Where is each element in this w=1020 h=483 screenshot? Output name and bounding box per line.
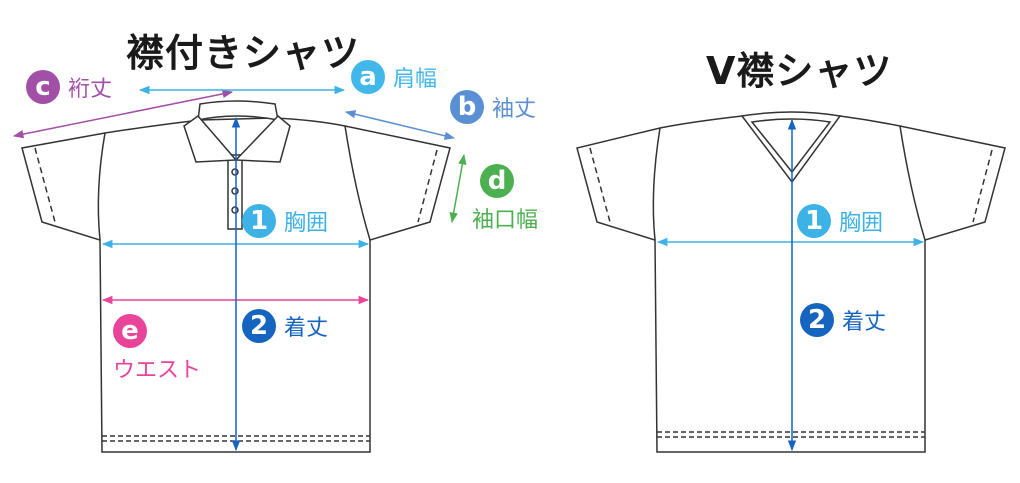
label-chest-right: 1 胸囲: [797, 204, 883, 238]
badge-1-right: 1: [797, 204, 831, 238]
label-chest-left: 1 胸囲: [242, 204, 328, 238]
button: [231, 168, 239, 176]
label-chest-text-right: 胸囲: [839, 211, 884, 236]
label-length-text-right: 着丈: [842, 310, 887, 335]
badge-e: e: [113, 314, 147, 348]
v-neck-shirt-title: V襟シャツ: [706, 49, 893, 93]
label-a-text: 肩幅: [393, 67, 438, 92]
label-length-text-left: 着丈: [284, 316, 329, 341]
label-d-text: 袖口幅: [472, 208, 539, 233]
label-d-cuff: d 袖口幅: [472, 164, 538, 234]
label-a-shoulder: a 肩幅: [351, 60, 437, 94]
badge-2-left: 2: [242, 309, 276, 343]
d-cuff-arrow: [449, 153, 467, 224]
collar-right: [234, 114, 291, 163]
badge-a: a: [351, 60, 385, 94]
collar-shirt-title: 襟付きシャツ: [126, 31, 361, 75]
label-c-text: 裄丈: [68, 77, 113, 102]
label-e-text: ウエスト: [113, 358, 202, 383]
badge-b: b: [450, 90, 484, 124]
c-yukitake-arrow: [12, 89, 234, 139]
badge-c: c: [26, 70, 60, 104]
collar-band: [197, 100, 279, 121]
button: [231, 187, 239, 195]
badge-1-left: 1: [242, 204, 276, 238]
badge-d: d: [480, 164, 514, 198]
label-c-yukitake: c 裄丈: [26, 70, 112, 104]
label-length-left: 2 着丈: [242, 309, 328, 343]
label-b-text: 袖丈: [492, 97, 537, 122]
v-neck-shirt-drawing: [576, 111, 1006, 453]
label-chest-text-left: 胸囲: [284, 211, 329, 236]
b-sleeve-arrow: [344, 110, 456, 140]
badge-2-right: 2: [800, 303, 834, 337]
label-length-right: 2 着丈: [800, 303, 886, 337]
label-e-waist: e ウエスト: [113, 314, 201, 384]
button: [231, 206, 239, 214]
label-b-sleeve: b 袖丈: [450, 90, 536, 124]
